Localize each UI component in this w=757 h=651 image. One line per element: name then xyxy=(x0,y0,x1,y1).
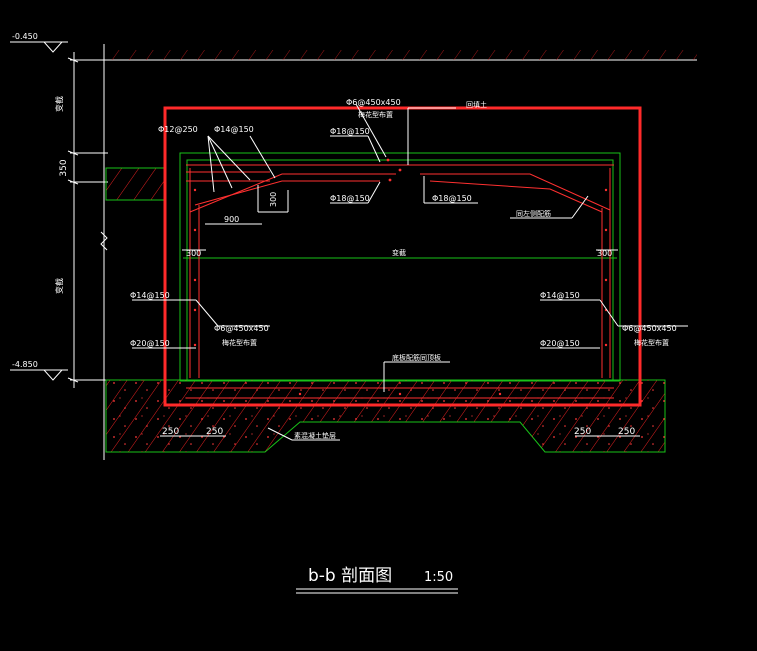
outer-red-outline xyxy=(163,106,642,407)
left-dim-lower: 变截 xyxy=(54,278,64,294)
right-wall-outer-label: Φ20@150 xyxy=(540,339,580,348)
level-marker-top: -0.450 xyxy=(10,32,68,53)
haunch-height-label: 300 xyxy=(269,192,278,207)
drawing-scale: 1:50 xyxy=(424,570,453,585)
rebar-lines xyxy=(186,164,614,399)
left-wall-stirrup-note: 梅花型布置 xyxy=(222,338,257,347)
level-bottom-label: -4.850 xyxy=(12,360,38,369)
left-dim-upper: 变截 xyxy=(54,96,64,112)
base-right-b-label: 250 xyxy=(618,427,635,437)
left-dim-mid: 350 xyxy=(59,159,69,176)
top-stirrup-label: Φ6@450x450 xyxy=(346,98,401,107)
clear-span-label: 变截 xyxy=(392,248,406,257)
callout-labels: Φ6@450x450 梅花型布置 回填土 Φ12@250 Φ14@150 Φ18… xyxy=(130,98,677,440)
base-dimension-lines xyxy=(160,249,640,437)
right-haunch-label: 同左侧配筋 xyxy=(516,209,551,218)
ground-surface xyxy=(105,50,697,61)
right-wall-stirrup-note: 梅花型布置 xyxy=(634,338,669,347)
base-concrete-label: 素混凝土垫层 xyxy=(294,431,336,440)
right-wall-bar-label: Φ14@150 xyxy=(540,291,580,300)
level-top-label: -0.450 xyxy=(12,32,38,41)
right-wall-300-label: 300 xyxy=(597,249,612,258)
right-wall-stirrup-label: Φ6@450x450 xyxy=(622,324,677,333)
drawing-title: b-b 剖面图 xyxy=(308,566,392,586)
top-left-bar-label: Φ12@250 xyxy=(158,125,198,134)
left-wall-300-label: 300 xyxy=(186,249,201,258)
base-right-a-label: 250 xyxy=(574,427,591,437)
base-left-b-label: 250 xyxy=(206,427,223,437)
top-center-upper-label: Φ18@150 xyxy=(330,127,370,136)
top-center-lower-label: Φ18@150 xyxy=(330,194,370,203)
drawing-title-block: b-b 剖面图 1:50 xyxy=(296,566,458,594)
top-stirrup-note: 梅花型布置 xyxy=(358,110,393,119)
base-foundation xyxy=(105,379,666,453)
top-right-note: 回填土 xyxy=(466,100,487,109)
haunch-width-label: 900 xyxy=(224,215,239,224)
top-left-bar2-label: Φ14@150 xyxy=(214,125,254,134)
level-marker-bottom: -4.850 xyxy=(10,360,68,381)
top-right-lower-label: Φ18@150 xyxy=(432,194,472,203)
left-soil-block xyxy=(105,167,165,201)
green-structure-outline xyxy=(179,152,621,382)
left-wall-stirrup-label: Φ6@450x450 xyxy=(214,324,269,333)
left-dimension-lines xyxy=(67,44,108,460)
base-note-label: 底板配筋同顶板 xyxy=(392,353,441,362)
left-wall-outer-label: Φ20@150 xyxy=(130,339,170,348)
leader-lines xyxy=(132,103,688,441)
base-left-a-label: 250 xyxy=(162,427,179,437)
left-wall-bar-label: Φ14@150 xyxy=(130,291,170,300)
